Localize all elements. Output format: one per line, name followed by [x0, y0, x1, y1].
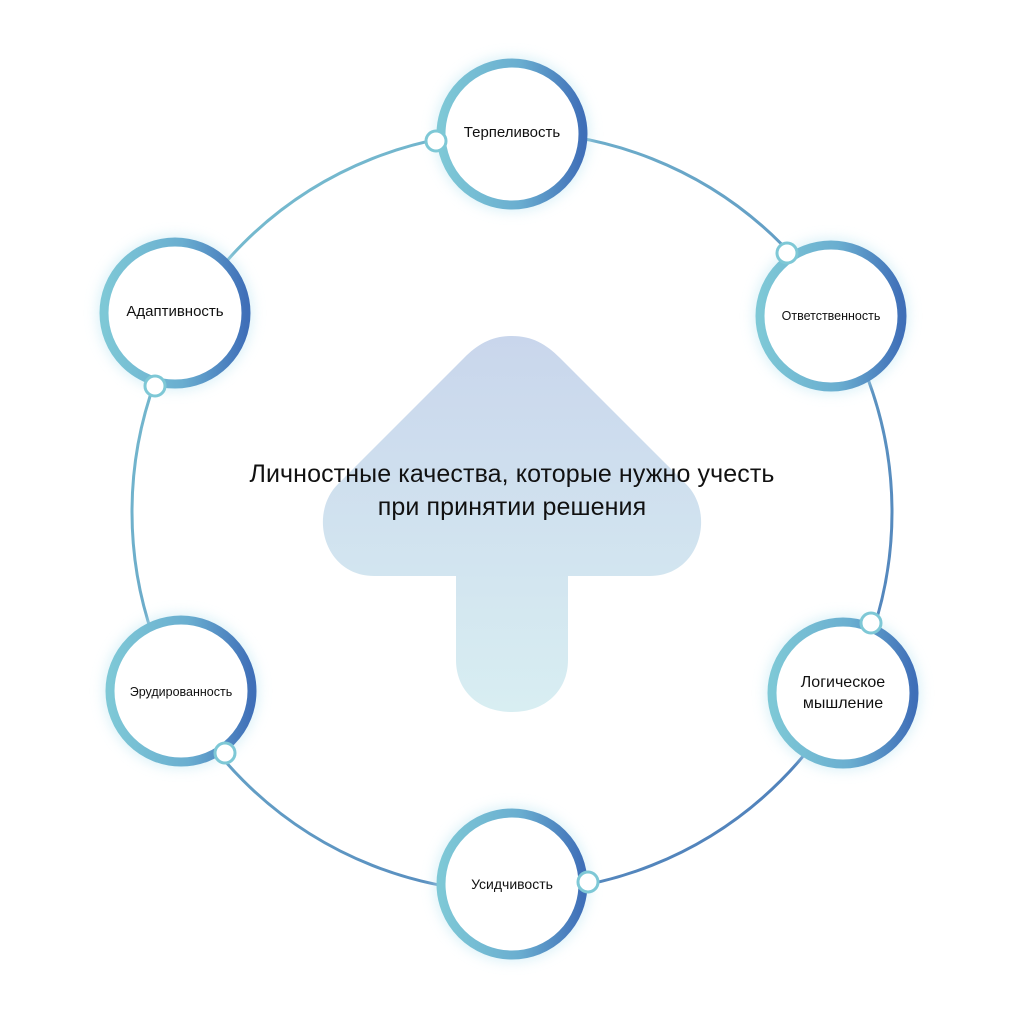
node-otvetstvennost [753, 238, 909, 394]
label-usidchivost: Усидчивость [471, 876, 553, 892]
connector-dot [213, 741, 237, 765]
label-terpelivost: Терпеливость [463, 124, 561, 141]
connector-dot [576, 870, 600, 894]
label-otvetstvennost: Ответственность [781, 309, 881, 323]
node-erudirovannost [103, 613, 259, 769]
center-title: Личностные качества, которые нужно учест… [162, 458, 862, 524]
center-title-line-2: при принятии решения [377, 493, 647, 521]
connector-dot [775, 241, 799, 265]
label-erudirovannost: Эрудированность [129, 685, 233, 699]
center-title-line-1: Личностные качества, которые нужно учест… [249, 460, 775, 488]
label-adaptivnost: Адаптивность [126, 303, 224, 320]
node-terpelivost [434, 56, 590, 212]
connector-dot [143, 374, 167, 398]
up-arrow-icon [322, 336, 702, 712]
label-logicheskoe-myshlenie: Логическое мышление [800, 674, 886, 712]
node-adaptivnost [97, 235, 253, 391]
connector-dot [859, 611, 883, 635]
connector-dot [424, 129, 448, 153]
node-logicheskoe-myshlenie [765, 615, 921, 771]
